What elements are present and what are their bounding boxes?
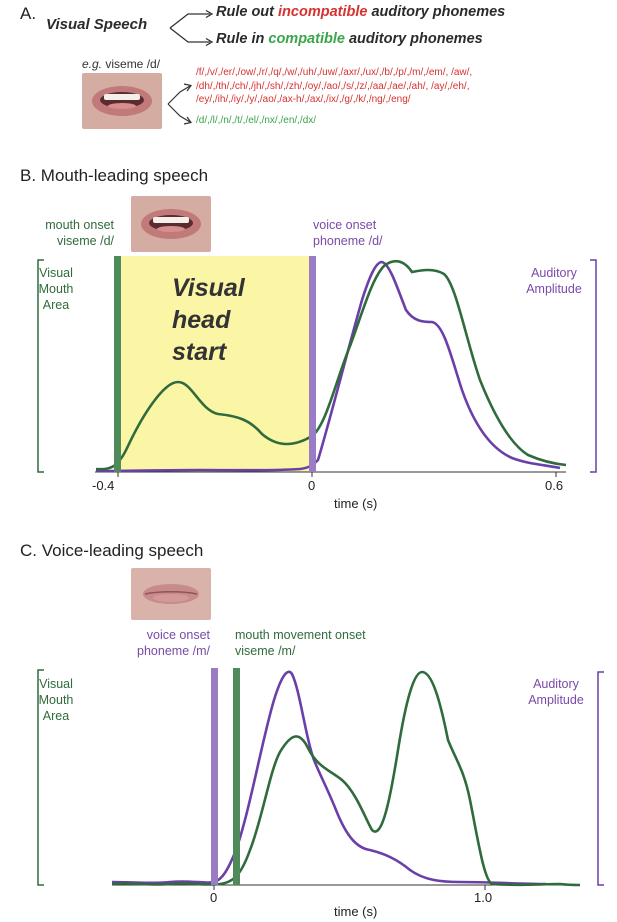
rule-out-prefix: Rule out — [216, 4, 279, 20]
incompatible-line-1: /f/,/v/,/er/,/ow/,/r/,/q/,/w/,/uh/,/uw/,… — [196, 67, 473, 78]
phoneme-arrows — [167, 83, 193, 125]
tick-label-b-neg04: -0.4 — [92, 478, 115, 493]
mouth-open-image — [82, 73, 162, 129]
incompatible-word: incompatible — [278, 4, 368, 20]
incompatible-line-3: /ey/,/ih/,/iy/,/y/,/ao/,/ax-h/,/ax/,/ix/… — [196, 94, 411, 105]
mouth-onset-annotation-b: mouth onset viseme /d/ — [18, 217, 114, 249]
left-axis-label-b: Visual Mouth Area — [26, 265, 86, 313]
voice-onset-c-line1: voice onset — [146, 628, 210, 642]
right-axis-bracket-c — [597, 671, 604, 886]
mouth-onset-bar-b — [114, 256, 121, 472]
incompatible-line-2: /dh/,/th/,/ch/,/jh/,/sh/,/zh/,/oy/,/ao/,… — [196, 80, 470, 92]
tick-label-c-1: 1.0 — [474, 890, 493, 905]
mouth-onset-b-line1: mouth onset — [45, 218, 114, 232]
mouth-onset-b-line2: viseme /d/ — [57, 234, 114, 248]
head-start-line3: start — [172, 338, 227, 366]
voice-onset-annotation-b: voice onset phoneme /d/ — [313, 217, 383, 249]
voice-onset-annotation-c: voice onset phoneme /m/ — [118, 627, 210, 659]
x-axis-label-c: time (s) — [334, 904, 378, 919]
compatible-phoneme-list: /d/,/l/,/n/,/t/,/el/,/nx/,/en/,/dx/ — [196, 115, 317, 126]
rule-out-text: Rule out incompatible auditory phonemes — [216, 4, 505, 20]
left-axis-c-line3: Area — [42, 709, 70, 723]
voice-onset-bar-c — [211, 668, 218, 885]
eg-prefix: e.g. — [82, 57, 103, 71]
voice-onset-c-line2: phoneme /m/ — [137, 644, 210, 658]
left-axis-label-c: Visual Mouth Area — [26, 676, 86, 724]
mouth-onset-annotation-c: mouth movement onset viseme /m/ — [235, 627, 366, 659]
eg-text: viseme /d/ — [102, 57, 161, 71]
head-start-line2: head — [172, 306, 231, 334]
head-start-line1: Visual — [172, 274, 245, 302]
tick-label-c-0: 0 — [210, 890, 218, 905]
panel-c-label: C. Voice-leading speech — [20, 541, 204, 560]
head-start-region — [118, 256, 312, 472]
voice-onset-bar-b — [309, 256, 316, 472]
right-axis-bracket-b — [590, 259, 597, 473]
rule-in-suffix: auditory phonemes — [344, 31, 483, 47]
auditory-trace-b — [95, 260, 561, 473]
right-axis-c-line1: Auditory — [533, 677, 579, 691]
left-axis-bracket-b — [37, 259, 44, 473]
mouth-onset-c-line1: mouth movement onset — [235, 628, 366, 642]
left-axis-b-line2: Mouth — [38, 282, 74, 296]
right-axis-b-line1: Auditory — [531, 266, 577, 280]
right-axis-label-c: Auditory Amplitude — [520, 676, 592, 708]
voice-onset-b-line1: voice onset — [313, 218, 377, 232]
incompatible-phoneme-list: /f/,/v/,/er/,/ow/,/r/,/q/,/w/,/uh/,/uw/,… — [196, 66, 472, 107]
mouth-closed-image — [131, 568, 211, 620]
tick-label-b-06: 0.6 — [545, 478, 564, 493]
left-axis-b-line1: Visual — [39, 266, 73, 280]
voice-leading-plot — [37, 668, 604, 890]
visual-trace-c — [111, 670, 581, 887]
panel-b-label: B. Mouth-leading speech — [20, 166, 209, 185]
compatible-word: compatible — [268, 31, 345, 47]
tick-label-b-0: 0 — [308, 478, 316, 493]
mouth-onset-c-line2: viseme /m/ — [235, 644, 296, 658]
left-axis-bracket-c — [37, 669, 44, 886]
voice-onset-b-line2: phoneme /d/ — [313, 234, 383, 248]
rule-in-text: Rule in compatible auditory phonemes — [216, 31, 483, 47]
rule-in-prefix: Rule in — [216, 31, 269, 47]
left-axis-b-line3: Area — [42, 298, 70, 312]
mouth-open-image-b — [131, 196, 211, 252]
right-axis-c-line2: Amplitude — [528, 693, 584, 707]
mouth-onset-bar-c — [233, 668, 240, 885]
left-axis-c-line1: Visual — [39, 677, 73, 691]
mouth-leading-plot — [37, 256, 597, 477]
panel-a-label: A. — [20, 4, 37, 23]
rule-arrows — [169, 9, 214, 47]
example-viseme-label: e.g. viseme /d/ — [82, 57, 160, 71]
head-start-label: Visual head start — [172, 272, 245, 368]
rule-out-suffix: auditory phonemes — [367, 4, 506, 20]
right-axis-b-line2: Amplitude — [526, 282, 582, 296]
visual-speech-label: Visual Speech — [46, 16, 148, 33]
visual-trace-b — [95, 259, 567, 471]
right-axis-label-b: Auditory Amplitude — [518, 265, 590, 297]
left-axis-c-line2: Mouth — [38, 693, 74, 707]
x-axis-label-b: time (s) — [334, 496, 378, 511]
